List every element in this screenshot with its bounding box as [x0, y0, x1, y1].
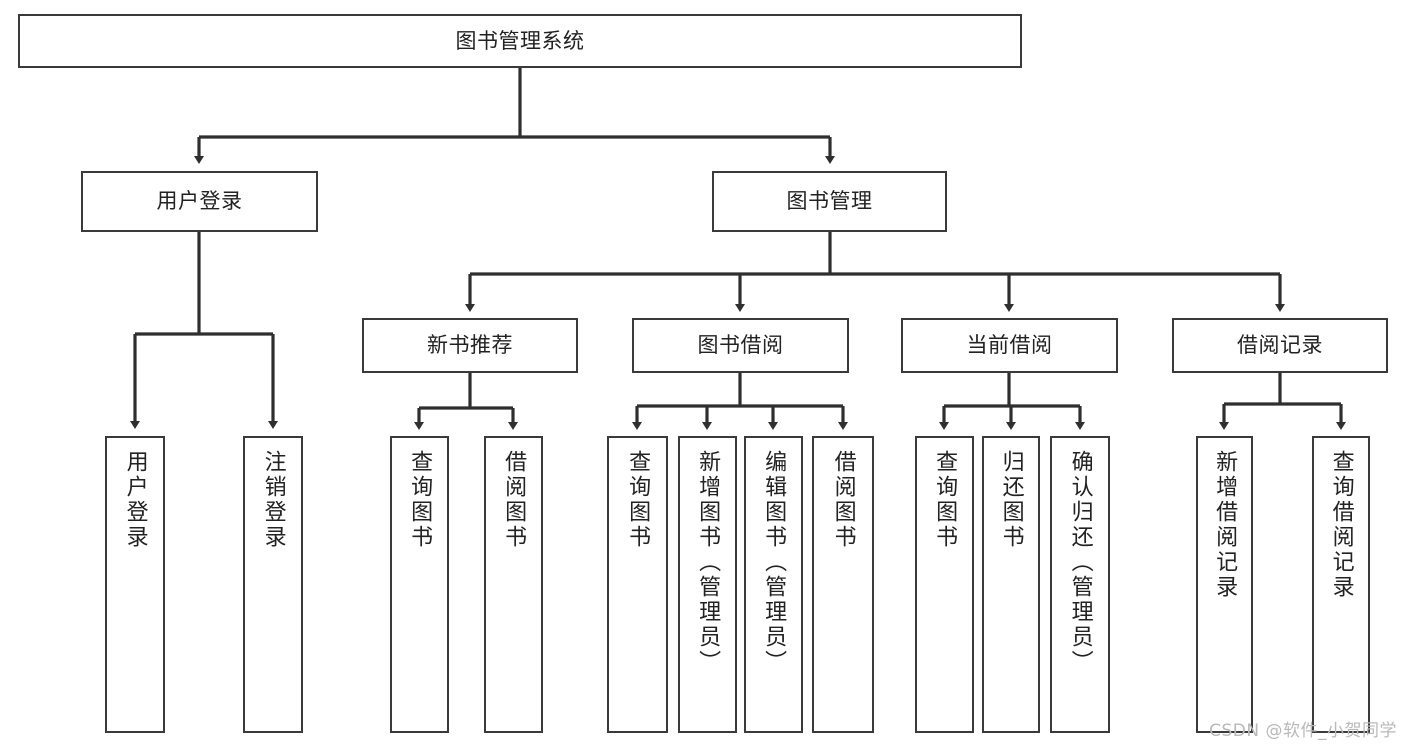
node-root[interactable]: 图书管理系统: [18, 14, 1022, 68]
leaf-current-confirm-return-admin-label: 确认归还（管理员）: [1067, 450, 1093, 675]
leaf-borrow-edit-book-admin-label: 编辑图书（管理员）: [761, 450, 787, 675]
leaf-record-search-label: 查询借阅记录: [1328, 450, 1354, 600]
node-new-book-recommend-label: 新书推荐: [427, 333, 513, 358]
leaf-borrow-add-book-admin[interactable]: 新增图书（管理员）: [678, 436, 737, 733]
leaf-recommend-query-book-label: 查询图书: [407, 450, 433, 550]
leaf-borrow-do-borrow[interactable]: 借阅图书: [812, 436, 874, 733]
leaf-user-logout-label: 注销登录: [260, 450, 286, 550]
leaf-record-search[interactable]: 查询借阅记录: [1312, 436, 1370, 733]
leaf-borrow-query-book[interactable]: 查询图书: [607, 436, 668, 733]
leaf-user-login[interactable]: 用户登录: [105, 436, 165, 733]
leaf-record-add-label: 新增借阅记录: [1212, 450, 1238, 600]
leaf-borrow-query-book-label: 查询图书: [625, 450, 651, 550]
leaf-borrow-add-book-admin-label: 新增图书（管理员）: [695, 450, 721, 675]
node-book-manage-label: 图书管理: [786, 189, 873, 214]
node-book-manage[interactable]: 图书管理: [712, 171, 947, 232]
leaf-current-query-book-label: 查询图书: [932, 450, 958, 550]
node-current-borrow-label: 当前借阅: [966, 333, 1053, 358]
leaf-borrow-do-borrow-label: 借阅图书: [830, 450, 856, 550]
node-root-label: 图书管理系统: [455, 28, 585, 53]
node-borrow-record-label: 借阅记录: [1237, 333, 1323, 358]
node-current-borrow[interactable]: 当前借阅: [901, 318, 1118, 373]
leaf-borrow-edit-book-admin[interactable]: 编辑图书（管理员）: [744, 436, 803, 733]
leaf-current-return-book-label: 归还图书: [998, 450, 1024, 550]
leaf-record-add[interactable]: 新增借阅记录: [1196, 436, 1253, 733]
csdn-watermark: CSDN @软件_小贺同学: [1209, 721, 1397, 741]
leaf-current-return-book[interactable]: 归还图书: [982, 436, 1040, 733]
leaf-recommend-borrow-book-label: 借阅图书: [501, 450, 527, 550]
leaf-current-confirm-return-admin[interactable]: 确认归还（管理员）: [1050, 436, 1110, 733]
leaf-user-login-label: 用户登录: [122, 450, 148, 550]
node-user-login-label: 用户登录: [156, 189, 243, 214]
node-borrow-record[interactable]: 借阅记录: [1172, 318, 1388, 373]
node-new-book-recommend[interactable]: 新书推荐: [362, 318, 578, 373]
node-user-login[interactable]: 用户登录: [81, 171, 318, 232]
leaf-user-logout[interactable]: 注销登录: [243, 436, 303, 733]
leaf-recommend-query-book[interactable]: 查询图书: [390, 436, 449, 733]
node-book-borrow-label: 图书借阅: [697, 333, 784, 358]
leaf-recommend-borrow-book[interactable]: 借阅图书: [484, 436, 543, 733]
leaf-current-query-book[interactable]: 查询图书: [915, 436, 974, 733]
node-book-borrow[interactable]: 图书借阅: [632, 318, 849, 373]
